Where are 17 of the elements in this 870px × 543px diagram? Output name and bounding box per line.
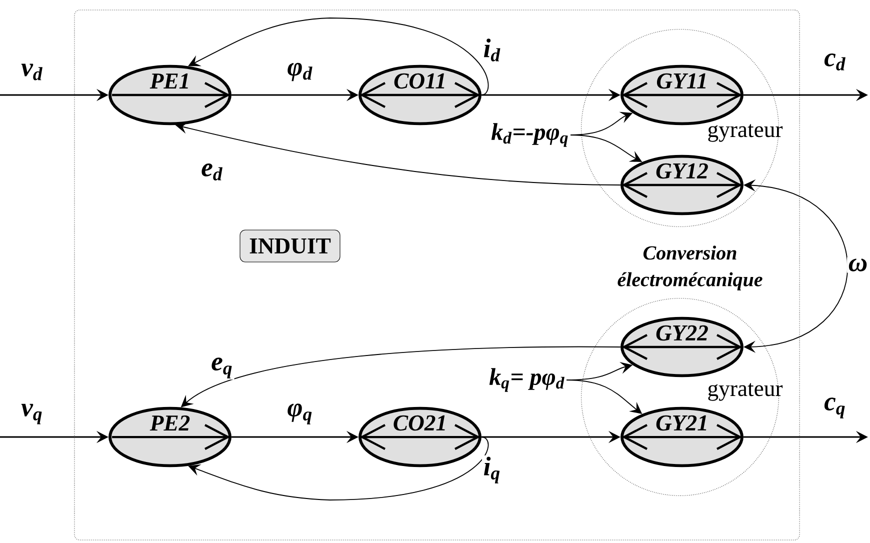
caption-label: Conversion électromécanique — [618, 246, 762, 290]
edge-label: φ$_{q}$ — [286, 402, 314, 426]
edge-label: i$_{q}$ — [482, 455, 502, 485]
induit-box: INDUIT — [240, 230, 340, 262]
edge-label: c$_{d}$ — [822, 52, 848, 72]
edge-label: ω — [847, 257, 869, 273]
edge-label: v$_{q}$ — [20, 402, 44, 426]
edge-label: i$_{d}$ — [482, 37, 502, 63]
edge-label: e$_{q}$ — [210, 356, 234, 380]
arrow — [188, 18, 489, 96]
coefficient-label: k$_{d}$=-pφ$_{q}$ — [491, 123, 568, 147]
edge-label: φ$_{d}$ — [286, 62, 314, 82]
edge-label: c$_{q}$ — [822, 396, 848, 420]
frame — [74, 10, 800, 540]
edge-label: v$_{d}$ — [20, 62, 44, 82]
edge-label: e$_{d}$ — [200, 162, 224, 182]
coefficient-label: k$_{q}$= pφ$_{d}$ — [489, 368, 564, 392]
